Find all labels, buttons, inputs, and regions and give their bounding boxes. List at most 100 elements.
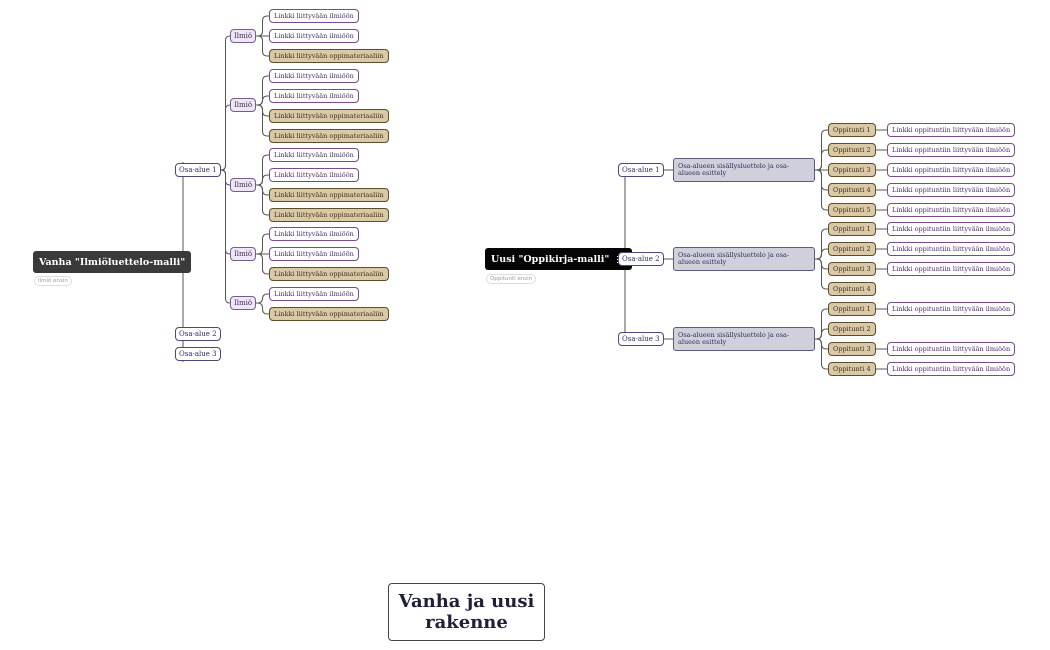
lesson-link-1-3-label: Linkki oppituntiin liittyvään ilmiöön [892, 166, 1011, 174]
lesson-1-1[interactable]: Oppitunti 1 [828, 123, 876, 137]
old-phenomenon-link-3-1-label: Linkki liittyvään ilmiöön [274, 151, 354, 159]
old-phenomenon-link-1-2[interactable]: Linkki liittyvään ilmiöön [269, 29, 359, 43]
lesson-2-4-label: Oppitunti 4 [833, 285, 871, 293]
old-section-3[interactable]: Osa-alue 3 [175, 347, 221, 361]
old-phenomenon-link-4-2-label: Linkki liittyvään ilmiöön [274, 250, 354, 258]
lesson-link-1-4-label: Linkki oppituntiin liittyvään ilmiöön [892, 186, 1011, 194]
old-phenomenon-1[interactable]: Ilmiö [230, 29, 257, 43]
new-section-intro-3[interactable]: Osa-alueen sisällysluettelo ja osa-aluee… [673, 327, 815, 351]
new-section-3[interactable]: Osa-alue 3 [618, 332, 664, 346]
old-model-root-label: Vanha "Ilmiöluettelo-malli" [39, 256, 186, 268]
lesson-2-3[interactable]: Oppitunti 3 [828, 262, 876, 276]
old-material-link-2-4[interactable]: Linkki liittyvään oppimateriaaliin [269, 129, 389, 143]
old-phenomenon-4[interactable]: Ilmiö [230, 247, 257, 261]
lesson-1-4-label: Oppitunti 4 [833, 186, 871, 194]
lesson-1-2-label: Oppitunti 2 [833, 146, 871, 154]
lesson-3-4[interactable]: Oppitunti 4 [828, 362, 876, 376]
lesson-link-3-3-label: Linkki oppituntiin liittyvään ilmiöön [892, 345, 1011, 353]
lesson-link-1-4[interactable]: Linkki oppituntiin liittyvään ilmiöön [887, 183, 1016, 197]
old-phenomenon-link-2-1-label: Linkki liittyvään ilmiöön [274, 72, 354, 80]
lesson-1-4[interactable]: Oppitunti 4 [828, 183, 876, 197]
lesson-link-2-1-label: Linkki oppituntiin liittyvään ilmiöön [892, 225, 1011, 233]
new-section-1[interactable]: Osa-alue 1 [618, 163, 664, 177]
lesson-2-2[interactable]: Oppitunti 2 [828, 242, 876, 256]
old-material-link-4-3-connector [256, 253, 269, 275]
new-section-intro-2[interactable]: Osa-alueen sisällysluettelo ja osa-aluee… [673, 247, 815, 271]
old-material-link-4-3[interactable]: Linkki liittyvään oppimateriaaliin [269, 267, 389, 281]
old-material-link-3-4[interactable]: Linkki liittyvään oppimateriaaliin [269, 208, 389, 222]
old-material-link-5-2-label: Linkki liittyvään oppimateriaaliin [274, 310, 384, 318]
old-section-3-label: Osa-alue 3 [179, 350, 217, 358]
old-material-link-3-4-connector [256, 184, 269, 216]
old-material-link-1-3-label: Linkki liittyvään oppimateriaaliin [274, 52, 384, 60]
lesson-link-1-5[interactable]: Linkki oppituntiin liittyvään ilmiöön [887, 203, 1016, 217]
old-phenomenon-link-3-1[interactable]: Linkki liittyvään ilmiöön [269, 148, 359, 162]
lesson-1-5-label: Oppitunti 5 [833, 206, 871, 214]
old-material-link-1-3[interactable]: Linkki liittyvään oppimateriaaliin [269, 49, 389, 63]
lesson-2-1[interactable]: Oppitunti 1 [828, 222, 876, 236]
new-section-2[interactable]: Osa-alue 2 [618, 252, 664, 266]
new-section-intro-2-label: Osa-alueen sisällysluettelo ja osa-aluee… [678, 250, 790, 266]
old-material-link-3-3-label: Linkki liittyvään oppimateriaaliin [274, 191, 384, 199]
new-section-intro-1[interactable]: Osa-alueen sisällysluettelo ja osa-aluee… [673, 158, 815, 182]
old-section-2[interactable]: Osa-alue 2 [175, 327, 221, 341]
lesson-3-2[interactable]: Oppitunti 2 [828, 322, 876, 336]
lesson-link-1-5-label: Linkki oppituntiin liittyvään ilmiöön [892, 206, 1011, 214]
lesson-link-3-1-label: Linkki oppituntiin liittyvään ilmiöön [892, 305, 1011, 313]
new-section-1-label: Osa-alue 1 [622, 166, 660, 174]
old-section-to-phenomenon-2 [220, 104, 231, 171]
old-phenomenon-3[interactable]: Ilmiö [230, 178, 257, 192]
lesson-3-1[interactable]: Oppitunti 1 [828, 302, 876, 316]
old-phenomenon-link-5-1[interactable]: Linkki liittyvään ilmiöön [269, 287, 359, 301]
new-section-2-label: Osa-alue 2 [622, 255, 660, 263]
old-section-1[interactable]: Osa-alue 1 [175, 163, 221, 177]
old-phenomenon-2-label: Ilmiö [234, 101, 253, 109]
lesson-1-2[interactable]: Oppitunti 2 [828, 143, 876, 157]
old-phenomenon-link-4-1-label: Linkki liittyvään ilmiöön [274, 230, 354, 238]
lesson-link-2-3[interactable]: Linkki oppituntiin liittyvään ilmiöön [887, 262, 1016, 276]
old-material-link-3-3[interactable]: Linkki liittyvään oppimateriaaliin [269, 188, 389, 202]
lesson-1-3[interactable]: Oppitunti 3 [828, 163, 876, 177]
old-phenomenon-link-2-1[interactable]: Linkki liittyvään ilmiöön [269, 69, 359, 83]
old-phenomenon-5[interactable]: Ilmiö [230, 296, 257, 310]
new-model-root[interactable]: Uusi "Oppikirja-malli" [485, 248, 633, 270]
lesson-link-3-1[interactable]: Linkki oppituntiin liittyvään ilmiöön [887, 302, 1016, 316]
old-material-link-2-4-label: Linkki liittyvään oppimateriaaliin [274, 132, 384, 140]
old-phenomenon-2[interactable]: Ilmiö [230, 98, 257, 112]
old-phenomenon-3-label: Ilmiö [234, 181, 253, 189]
old-material-link-5-2[interactable]: Linkki liittyvään oppimateriaaliin [269, 307, 389, 321]
old-model-root[interactable]: Vanha "Ilmiöluettelo-malli" [33, 251, 192, 273]
old-phenomenon-link-1-1[interactable]: Linkki liittyvään ilmiöön [269, 9, 359, 23]
lesson-1-5[interactable]: Oppitunti 5 [828, 203, 876, 217]
old-phenomenon-link-4-2[interactable]: Linkki liittyvään ilmiöön [269, 247, 359, 261]
lesson-link-2-1[interactable]: Linkki oppituntiin liittyvään ilmiöön [887, 222, 1016, 236]
old-phenomenon-link-1-1-label: Linkki liittyvään ilmiöön [274, 12, 354, 20]
lesson-link-2-2[interactable]: Linkki oppituntiin liittyvään ilmiöön [887, 242, 1016, 256]
old-phenomenon-4-label: Ilmiö [234, 250, 253, 258]
intro-to-lesson-1-2 [815, 149, 828, 171]
lesson-link-1-3[interactable]: Linkki oppituntiin liittyvään ilmiöön [887, 163, 1016, 177]
old-phenomenon-link-3-2[interactable]: Linkki liittyvään ilmiöön [269, 168, 359, 182]
old-phenomenon-link-5-1-connector [256, 293, 269, 304]
old-phenomenon-link-4-1[interactable]: Linkki liittyvään ilmiöön [269, 227, 359, 241]
lesson-2-4[interactable]: Oppitunti 4 [828, 282, 876, 296]
lesson-link-2-3-label: Linkki oppituntiin liittyvään ilmiöön [892, 265, 1011, 273]
lesson-2-1-label: Oppitunti 1 [833, 225, 871, 233]
old-phenomenon-link-3-2-label: Linkki liittyvään ilmiöön [274, 171, 354, 179]
old-material-link-2-3[interactable]: Linkki liittyvään oppimateriaaliin [269, 109, 389, 123]
caption-box: Vanha ja uusi rakenne [388, 583, 545, 641]
old-phenomenon-link-2-2[interactable]: Linkki liittyvään ilmiöön [269, 89, 359, 103]
lesson-link-3-3[interactable]: Linkki oppituntiin liittyvään ilmiöön [887, 342, 1016, 356]
new-section-intro-3-label: Osa-alueen sisällysluettelo ja osa-aluee… [678, 330, 790, 346]
new-section-3-label: Osa-alue 3 [622, 335, 660, 343]
old-section-1-label: Osa-alue 1 [179, 166, 217, 174]
old-material-link-2-3-label: Linkki liittyvään oppimateriaaliin [274, 112, 384, 120]
lesson-1-3-label: Oppitunti 3 [833, 166, 871, 174]
lesson-link-3-4[interactable]: Linkki oppituntiin liittyvään ilmiöön [887, 362, 1016, 376]
lesson-link-1-2[interactable]: Linkki oppituntiin liittyvään ilmiöön [887, 143, 1016, 157]
intro-to-lesson-2-4 [815, 258, 828, 290]
new-model-tag: Oppitunti ensin [486, 274, 537, 284]
lesson-link-1-1[interactable]: Linkki oppituntiin liittyvään ilmiöön [887, 123, 1016, 137]
lesson-3-3[interactable]: Oppitunti 3 [828, 342, 876, 356]
